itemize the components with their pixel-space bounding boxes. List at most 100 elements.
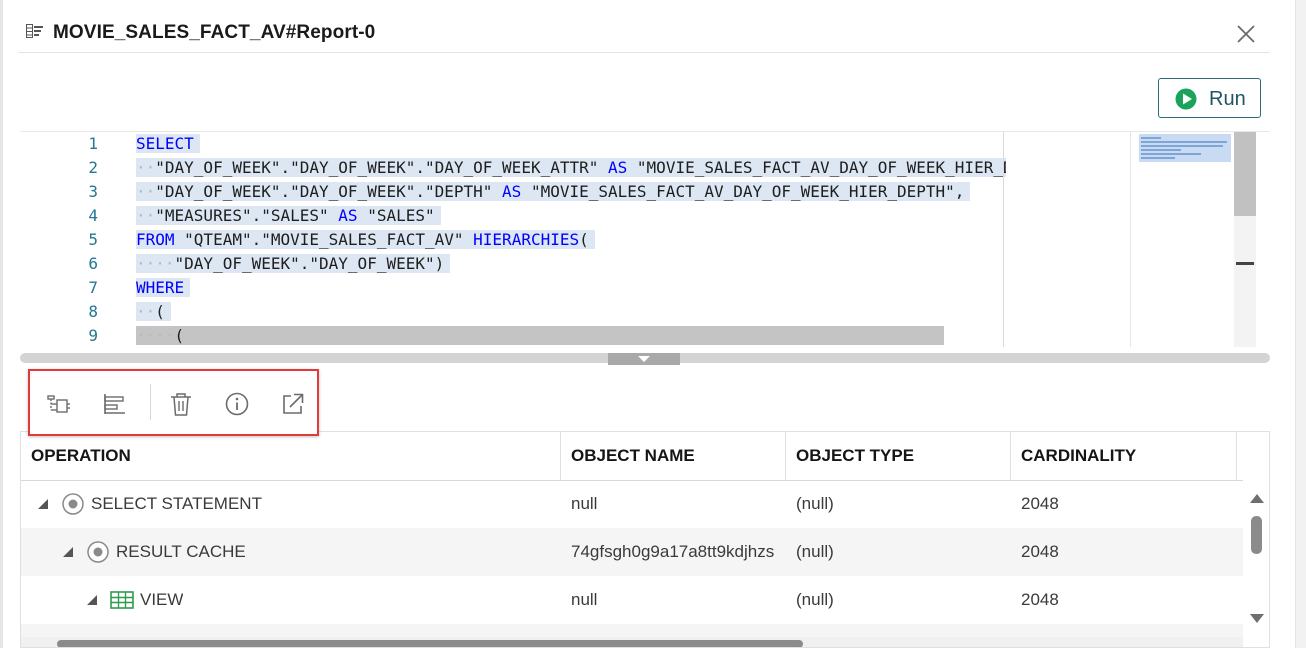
scroll-up-icon[interactable]: [1250, 494, 1264, 503]
editor-minimap[interactable]: [1130, 132, 1261, 347]
sql-keyword: AS: [338, 206, 358, 225]
line-number: 9: [88, 326, 98, 345]
toolbar-separator: [150, 384, 151, 420]
cardinality-cell: 2048: [1021, 590, 1059, 609]
object-type-cell: (null): [796, 494, 834, 513]
selection-highlight: ··"DAY_OF_WEEK"."DAY_OF_WEEK"."DAY_OF_WE…: [136, 158, 1006, 177]
info-icon[interactable]: [224, 391, 250, 417]
results-toolbar: [28, 369, 319, 436]
collapse-arrow-icon: [638, 356, 650, 362]
object-name-cell: null: [571, 590, 598, 609]
code-line[interactable]: ··"DAY_OF_WEEK"."DAY_OF_WEEK"."DAY_OF_WE…: [136, 156, 1006, 180]
whitespace-marker: ··: [136, 158, 156, 177]
line-number: 4: [88, 206, 98, 225]
minimap-line: [1141, 153, 1201, 155]
table-row[interactable]: [21, 624, 1243, 638]
sql-identifier: "MEASURES"."SALES": [155, 206, 339, 225]
grid-hscroll-thumb[interactable]: [57, 640, 803, 647]
operation-cell: VIEW: [140, 590, 184, 609]
sql-identifier: (: [579, 230, 589, 249]
code-line[interactable]: ··"DAY_OF_WEEK"."DAY_OF_WEEK"."DEPTH" AS…: [136, 180, 971, 204]
selection-highlight: ····(: [136, 326, 945, 345]
sql-identifier: "QTEAM"."MOVIE_SALES_FACT_AV": [174, 230, 474, 249]
line-number: 8: [88, 302, 98, 321]
code-line[interactable]: ··"MEASURES"."SALES" AS "SALES": [136, 204, 441, 228]
close-icon[interactable]: [1236, 24, 1256, 44]
column-header-object-name[interactable]: OBJECT NAME: [561, 432, 786, 480]
grid-vertical-scrollbar[interactable]: [1243, 480, 1269, 647]
grid-horizontal-scrollbar[interactable]: [21, 637, 1243, 647]
code-line[interactable]: ····(: [136, 324, 945, 347]
play-icon: [1175, 88, 1197, 110]
table-row[interactable]: SELECT STATEMENT null (null) 2048: [21, 480, 1243, 528]
dialog-header: MOVIE_SALES_FACT_AV#Report-0: [18, 14, 1270, 53]
run-button[interactable]: Run: [1158, 78, 1261, 118]
whitespace-marker: ··: [136, 182, 156, 201]
cardinality-cell: 2048: [1021, 494, 1059, 513]
sql-keyword: AS: [502, 182, 522, 201]
whitespace-marker: ····: [136, 326, 175, 345]
expand-triangle-icon[interactable]: [87, 595, 97, 605]
delete-icon[interactable]: [168, 391, 194, 417]
code-area[interactable]: SELECT··"DAY_OF_WEEK"."DAY_OF_WEEK"."DAY…: [136, 132, 1006, 347]
sql-identifier: (: [174, 326, 185, 345]
cardinality-cell: 2048: [1021, 542, 1059, 561]
object-type-cell: (null): [796, 590, 834, 609]
pane-splitter[interactable]: [20, 353, 1270, 365]
line-number: 1: [88, 134, 98, 153]
column-header-cardinality[interactable]: CARDINALITY: [1011, 432, 1237, 480]
expand-triangle-icon[interactable]: [63, 547, 73, 557]
table-row[interactable]: RESULT CACHE 74gfsgh0g9a17a8tt9kdjhzs (n…: [21, 528, 1243, 576]
selection-highlight: WHERE: [136, 278, 191, 297]
minimap-line: [1141, 145, 1223, 147]
sql-keyword: AS: [608, 158, 628, 177]
report-icon: [26, 24, 43, 38]
expand-triangle-icon[interactable]: [38, 499, 48, 509]
line-number: 2: [88, 158, 98, 177]
whitespace-marker: ··: [136, 302, 156, 321]
object-name-cell: null: [571, 494, 598, 513]
object-type-cell: (null): [796, 542, 834, 561]
autotrace-icon[interactable]: [102, 391, 128, 417]
selection-highlight: ··(: [136, 302, 171, 321]
code-line[interactable]: WHERE: [136, 276, 191, 300]
explain-plan-icon[interactable]: [46, 391, 72, 417]
selection-highlight: ··"DAY_OF_WEEK"."DAY_OF_WEEK"."DEPTH" AS…: [136, 182, 971, 201]
whitespace-marker: ····: [136, 254, 175, 273]
line-number: 5: [88, 230, 98, 249]
open-external-icon[interactable]: [280, 391, 306, 417]
sql-keyword: WHERE: [136, 278, 185, 297]
sql-identifier: (: [155, 302, 165, 321]
splitter-handle[interactable]: [608, 353, 680, 365]
scroll-down-icon[interactable]: [1250, 614, 1264, 623]
page-scrollbar[interactable]: [1295, 0, 1306, 648]
radio-node-icon: [62, 493, 84, 515]
code-line[interactable]: FROM "QTEAM"."MOVIE_SALES_FACT_AV" HIERA…: [136, 228, 595, 252]
column-ruler: [1003, 132, 1004, 347]
scroll-position-marker: [1236, 262, 1254, 265]
table-view-icon: [110, 591, 134, 609]
code-line[interactable]: ··(: [136, 300, 171, 324]
operation-cell: SELECT STATEMENT: [91, 494, 262, 513]
code-line[interactable]: ····"DAY_OF_WEEK"."DAY_OF_WEEK"): [136, 252, 451, 276]
grid-scrollbar-thumb[interactable]: [1251, 516, 1262, 554]
dialog-title: MOVIE_SALES_FACT_AV#Report-0: [53, 22, 376, 43]
minimap-line: [1141, 137, 1161, 139]
column-header-operation[interactable]: OPERATION: [21, 432, 561, 480]
editor-scrollbar-thumb[interactable]: [1234, 132, 1256, 216]
object-name-cell: 74gfsgh0g9a17a8tt9kdjhzs: [571, 542, 775, 561]
column-header-object-type[interactable]: OBJECT TYPE: [786, 432, 1011, 480]
line-number: 3: [88, 182, 98, 201]
minimap-line: [1141, 157, 1175, 159]
sql-identifier: "DAY_OF_WEEK"."DAY_OF_WEEK"."DAY_OF_WEEK…: [155, 158, 609, 177]
code-line[interactable]: SELECT: [136, 132, 200, 156]
selection-highlight: FROM "QTEAM"."MOVIE_SALES_FACT_AV" HIERA…: [136, 230, 595, 249]
minimap-line: [1141, 141, 1227, 143]
explain-plan-grid[interactable]: OPERATION OBJECT NAME OBJECT TYPE CARDIN…: [20, 431, 1270, 648]
table-row[interactable]: VIEW null (null) 2048: [21, 576, 1243, 624]
sql-keyword: FROM: [136, 230, 175, 249]
sql-identifier: "SALES": [357, 206, 435, 225]
operation-cell: RESULT CACHE: [116, 542, 246, 561]
selection-highlight: SELECT: [136, 134, 200, 153]
